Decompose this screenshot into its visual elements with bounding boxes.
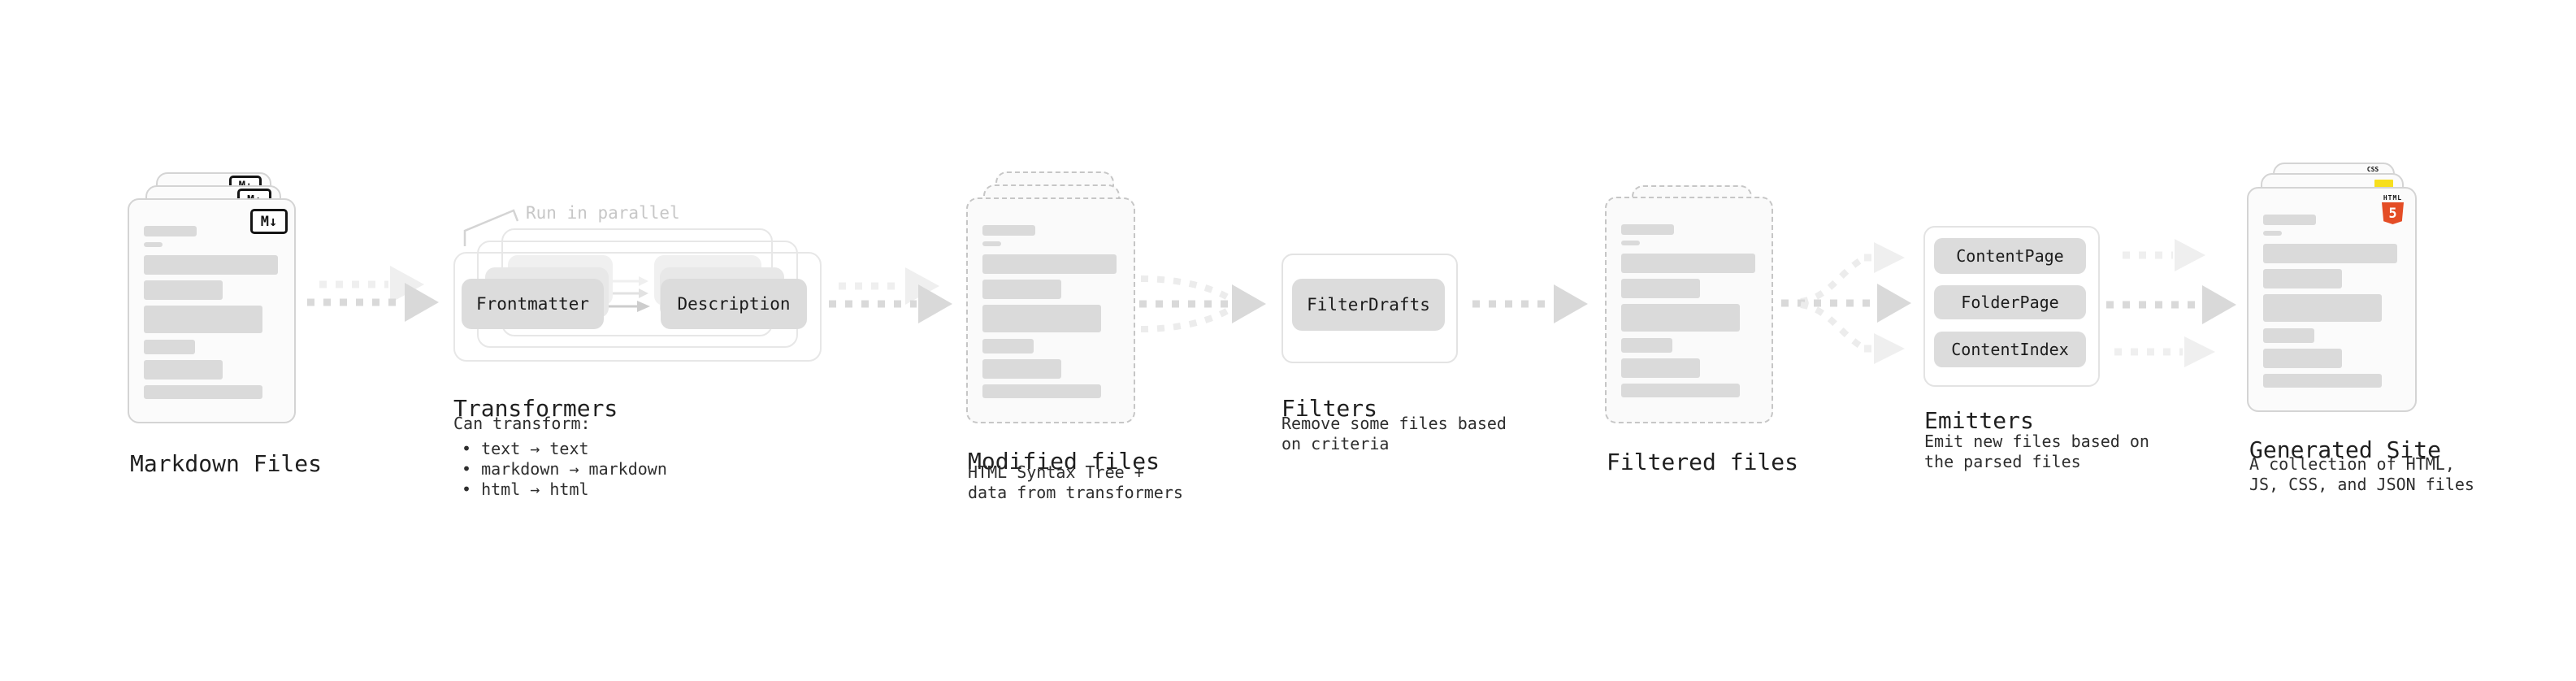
content-line <box>2263 231 2282 236</box>
stage-title-modified-files: Modified files <box>968 448 1160 475</box>
content-line <box>2263 349 2342 368</box>
stage-title-filters: Filters <box>1281 395 1378 423</box>
arrowhead <box>2202 285 2236 324</box>
html5-icon: HTML 5 <box>2382 194 2404 224</box>
content-line <box>144 360 223 380</box>
arrowhead <box>1554 284 1588 323</box>
content-line <box>982 305 1101 332</box>
arrow-modified-to-filters-merge <box>1139 275 1266 332</box>
emitters-group-box <box>1923 226 2100 387</box>
content-line <box>144 306 262 333</box>
stage-title-emitters: Emitters <box>1924 407 2034 435</box>
content-line <box>1621 304 1740 332</box>
arrowhead <box>405 283 439 322</box>
arrowhead <box>1874 333 1905 364</box>
fanout-curve-top <box>1800 257 1863 305</box>
javascript-icon <box>2374 180 2393 189</box>
html5-icon-label: HTML <box>2383 194 2403 202</box>
arrowhead <box>2184 336 2215 367</box>
file-card: M↓ <box>128 198 296 423</box>
transformers-bullet-list: • text → text • markdown → markdown • ht… <box>462 439 667 500</box>
filters-group-box <box>1281 254 1458 363</box>
file-card <box>1605 197 1773 423</box>
content-line <box>2263 215 2316 225</box>
emitter-node-contentpage: ContentPage <box>1934 238 2086 274</box>
content-line <box>2263 294 2382 322</box>
content-line <box>982 225 1035 236</box>
arrow-filters-to-filtered <box>1472 284 1588 323</box>
content-line <box>982 241 1001 246</box>
transform-bullet: • html → html <box>462 479 589 499</box>
content-line <box>982 339 1034 354</box>
filter-node-filterdrafts: FilterDrafts <box>1292 279 1445 331</box>
transformer-node-description: Description <box>661 279 807 329</box>
content-line <box>1621 358 1700 378</box>
merge-curve-top <box>1140 275 1234 303</box>
content-line <box>2263 328 2314 343</box>
arrow-filtered-to-emitters-fanout <box>1781 242 1911 364</box>
content-line <box>144 226 197 236</box>
content-line <box>2263 269 2342 288</box>
arrowhead <box>1877 284 1911 323</box>
content-line <box>2263 374 2382 388</box>
arrowhead <box>1232 284 1266 323</box>
html5-icon-number: 5 <box>2388 205 2397 222</box>
content-line <box>144 385 262 399</box>
content-line <box>144 340 195 354</box>
generated-site-subtitle: A collection of HTML, JS, CSS, and JSON … <box>2249 454 2474 494</box>
emitter-node-folderpage: FolderPage <box>1934 285 2086 319</box>
arrowhead <box>905 267 939 305</box>
file-card: HTML 5 <box>2247 187 2417 412</box>
transformer-node-frontmatter: Frontmatter <box>462 279 604 329</box>
fanout-curve-bottom <box>1800 301 1863 349</box>
transform-bullet: • markdown → markdown <box>462 459 667 479</box>
arrow-emitters-to-generated <box>2106 239 2236 367</box>
stage-title-filtered-files: Filtered files <box>1607 449 1799 476</box>
arrow-transformers-to-modified <box>829 267 952 323</box>
content-line <box>1621 279 1700 298</box>
content-line <box>144 280 223 300</box>
modified-files-subtitle: HTML Syntax Tree + data from transformer… <box>968 462 1183 502</box>
arrowhead <box>390 266 424 303</box>
arrowhead <box>918 284 952 323</box>
stage-title-markdown-files: Markdown Files <box>130 450 323 478</box>
file-card <box>966 197 1135 423</box>
stage-title-transformers: Transformers <box>453 395 618 423</box>
css-icon-label: CSS <box>2366 166 2379 173</box>
run-in-parallel-annotation: Run in parallel <box>526 203 680 223</box>
html5-icon-shield: 5 <box>2382 202 2404 224</box>
content-line <box>1621 384 1740 397</box>
content-line <box>982 280 1061 299</box>
transformers-body: Can transform: <box>453 414 591 433</box>
emitter-node-contentindex: ContentIndex <box>1934 332 2086 367</box>
stage-title-generated-site: Generated Site <box>2249 436 2442 464</box>
content-line <box>1621 224 1674 235</box>
transformer-group-front <box>453 252 822 362</box>
markdown-icon: M↓ <box>250 209 288 234</box>
transform-bullet: • text → text <box>462 439 589 458</box>
content-line <box>1621 338 1672 353</box>
content-line <box>2263 244 2397 263</box>
arrowhead <box>1874 242 1905 273</box>
arrow-markdown-to-transformers <box>307 266 439 322</box>
content-line <box>982 359 1061 379</box>
content-line <box>1621 241 1640 245</box>
content-line <box>982 254 1117 274</box>
content-line <box>144 242 163 247</box>
content-line <box>982 384 1101 398</box>
emitters-subtitle: Emit new files based on the parsed files <box>1924 432 2149 471</box>
content-line <box>144 255 278 275</box>
arrowhead <box>2175 239 2205 271</box>
merge-curve-bottom <box>1140 305 1234 332</box>
content-line <box>1621 254 1755 273</box>
filters-subtitle: Remove some files based on criteria <box>1281 414 1507 453</box>
